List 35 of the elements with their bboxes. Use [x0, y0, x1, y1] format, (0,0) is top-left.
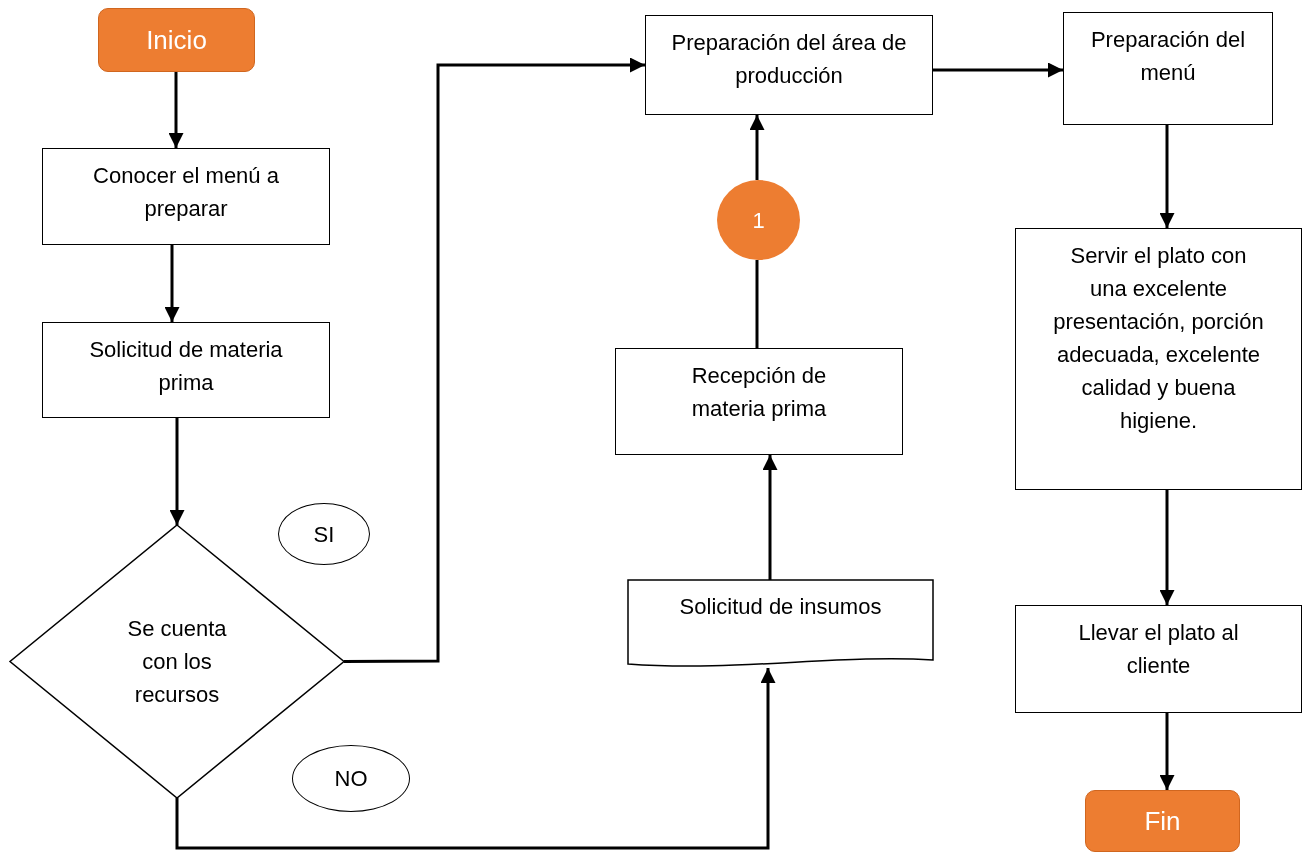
node-label: Inicio: [146, 23, 207, 57]
arrow: [1159, 713, 1175, 790]
node-label: Preparación del menú: [1089, 26, 1247, 87]
process-box: [42, 148, 330, 245]
terminal-box: [1085, 790, 1240, 852]
document-shape: [628, 580, 933, 668]
node-label: 1: [752, 206, 765, 235]
arrow: [175, 668, 776, 850]
node-label: Recepción de materia prima: [690, 362, 828, 423]
terminal-box: [98, 8, 255, 72]
arrow: [933, 62, 1063, 78]
node-label: Conocer el menú a preparar: [92, 162, 280, 223]
process-box: [1063, 12, 1273, 125]
node-label: NO: [334, 765, 368, 793]
node-label: Solicitud de materia prima: [88, 336, 284, 397]
node-label: SI: [313, 520, 335, 549]
arrow: [344, 57, 645, 663]
arrow: [762, 455, 778, 580]
node-label: Llevar el plato al cliente: [1077, 619, 1240, 680]
node-label: Solicitud de insumos: [679, 593, 882, 621]
arrow: [1159, 125, 1175, 228]
arrow: [164, 245, 180, 322]
node-label: Fin: [1144, 804, 1181, 838]
process-box: [615, 348, 903, 455]
process-box: [1015, 605, 1302, 713]
process-box: [645, 15, 933, 115]
node-label: Preparación del área de producción: [670, 29, 908, 90]
node-label: Servir el plato con una excelente presentación, porción adecuada, excelente calidad y buena higiene.: [1052, 242, 1265, 435]
process-box: [42, 322, 330, 418]
arrow: [1159, 490, 1175, 605]
node-label: Se cuenta con los recursos: [126, 615, 228, 709]
arrow: [169, 418, 185, 525]
arrow: [749, 115, 765, 180]
process-box: [1015, 228, 1302, 490]
arrow: [168, 72, 184, 148]
